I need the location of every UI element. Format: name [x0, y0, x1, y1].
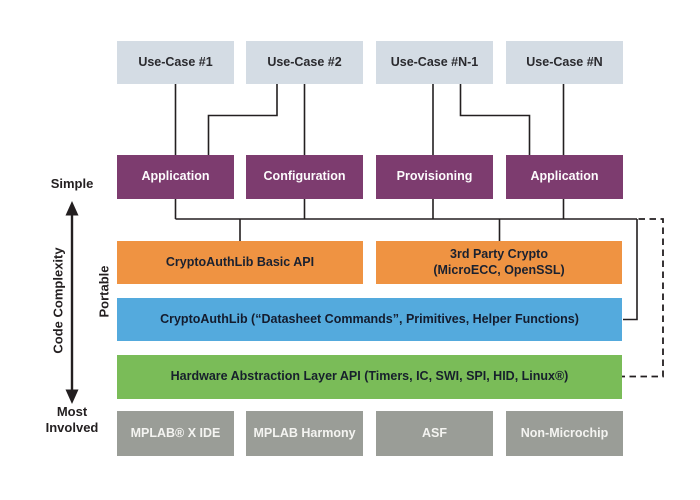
axis-label-most: Most [56, 404, 88, 419]
axis-label-involved: Involved [45, 420, 99, 435]
platform-asf-label: ASF [422, 425, 447, 440]
use-case-1-label: Use-Case #1 [138, 54, 213, 69]
use-case-2-label: Use-Case #2 [267, 54, 342, 69]
platform-mplab-x-ide-box: MPLAB® X IDE [117, 411, 234, 456]
application-2-label: Application [530, 169, 599, 184]
axis-label-most-involved: Most Involved [27, 404, 117, 436]
platform-mplab-harmony-box: MPLAB Harmony [246, 411, 363, 456]
platform-mplab-x-ide-label: MPLAB® X IDE [130, 425, 221, 440]
provisioning-label: Provisioning [396, 169, 473, 184]
cryptoauthlib-basic-api-label: CryptoAuthLib Basic API [165, 254, 315, 269]
hal-label: Hardware Abstraction Layer API (Timers, … [170, 369, 569, 384]
wire-bus-to-core [623, 219, 638, 321]
use-case-1-box: Use-Case #1 [117, 41, 234, 84]
application-2-box: Application [506, 155, 623, 199]
use-case-2-box: Use-Case #2 [246, 41, 363, 84]
use-case-n-label: Use-Case #N [526, 54, 603, 69]
third-party-crypto-label-line2: (MicroECC, OpenSSL) [433, 262, 565, 277]
wire-usecase2-app-jog [207, 84, 278, 155]
platform-mplab-harmony-label: MPLAB Harmony [253, 425, 356, 440]
configuration-label: Configuration [263, 169, 346, 184]
application-1-box: Application [117, 155, 234, 199]
wire-dashed-bypass-hal [622, 218, 664, 378]
third-party-crypto-box: 3rd Party Crypto (MicroECC, OpenSSL) [376, 241, 622, 284]
configuration-box: Configuration [246, 155, 363, 199]
platform-asf-box: ASF [376, 411, 493, 456]
portable-label: Portable [96, 265, 112, 318]
use-case-n1-label: Use-Case #N-1 [390, 54, 479, 69]
cryptoauthlib-basic-api-box: CryptoAuthLib Basic API [117, 241, 363, 284]
provisioning-box: Provisioning [376, 155, 493, 199]
hal-box: Hardware Abstraction Layer API (Timers, … [117, 355, 622, 399]
platform-non-microchip-box: Non-Microchip [506, 411, 623, 456]
use-case-n-box: Use-Case #N [506, 41, 623, 84]
application-1-label: Application [141, 169, 210, 184]
axis-label-simple: Simple [50, 176, 94, 191]
cryptoauthlib-core-box: CryptoAuthLib (“Datasheet Commands”, Pri… [117, 298, 622, 341]
wire-app-bus [174, 199, 637, 241]
axis-label-code-complexity: Code Complexity [50, 247, 66, 354]
use-case-n1-box: Use-Case #N-1 [376, 41, 493, 84]
code-complexity-arrow [65, 201, 79, 404]
third-party-crypto-label-line1: 3rd Party Crypto [450, 246, 548, 261]
wire-usecase3-app-jog [459, 84, 531, 155]
cryptoauthlib-core-label: CryptoAuthLib (“Datasheet Commands”, Pri… [160, 311, 579, 326]
platform-non-microchip-label: Non-Microchip [520, 425, 609, 440]
